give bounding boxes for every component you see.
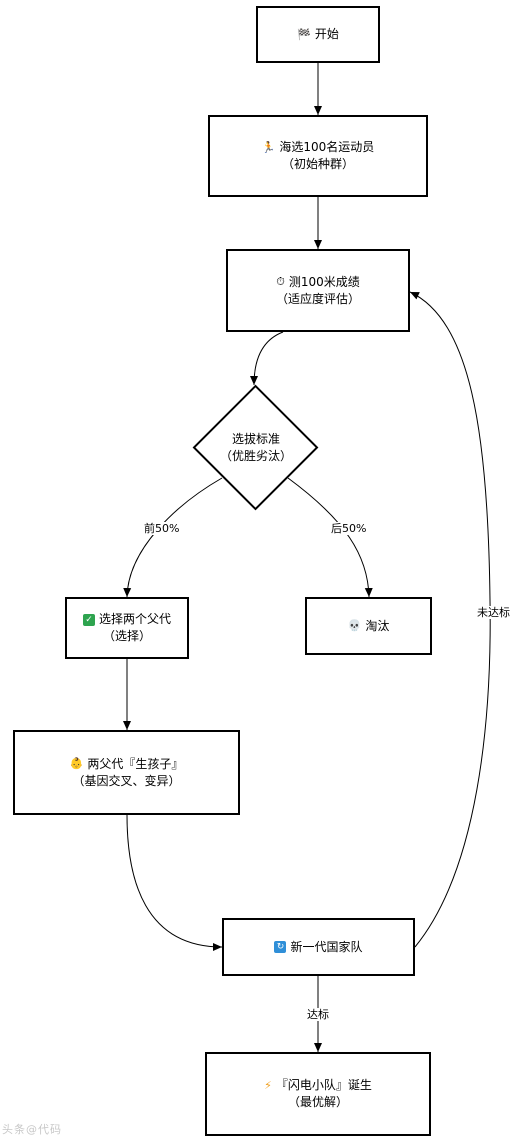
check-mark-icon: ✓ xyxy=(82,613,95,626)
node-offspring-title: 两父代『生孩子』 xyxy=(87,756,184,771)
edge-label-bottom50: 后50% xyxy=(330,522,368,535)
stopwatch-icon: ⏱ xyxy=(276,275,285,288)
edge-measure-to-decision xyxy=(250,331,284,386)
node-parents[interactable]: ✓ 选择两个父代 （选择） xyxy=(65,597,189,659)
node-final-subtitle: （最优解） xyxy=(287,1095,348,1109)
watermark: 头条@代码 xyxy=(2,1123,62,1136)
node-newgen-label: 新一代国家队 xyxy=(290,939,363,954)
node-measure-subtitle: （适应度评估） xyxy=(275,291,360,306)
node-final-title: 『闪电小队』诞生 xyxy=(275,1078,372,1092)
node-parents-title: 选择两个父代 xyxy=(98,612,171,626)
node-select100-subtitle: （初始种群） xyxy=(281,157,354,171)
node-eliminate[interactable]: 💀 淘汰 xyxy=(305,597,432,655)
skull-icon: 💀 xyxy=(347,619,362,632)
node-start[interactable]: 🏁 开始 xyxy=(256,6,380,63)
edge-label-top50: 前50% xyxy=(143,522,181,535)
runner-icon: 🏃 xyxy=(261,140,276,154)
lightning-icon: ⚡ xyxy=(264,1078,272,1092)
edge-offspring-to-newgen xyxy=(126,814,223,951)
node-offspring-subtitle: （基因交叉、变异） xyxy=(72,773,181,788)
node-parents-subtitle: （选择） xyxy=(102,629,151,643)
node-measure-title: 测100米成绩 xyxy=(288,274,360,289)
node-newgen[interactable]: ↻ 新一代国家队 xyxy=(222,918,415,976)
edge-label-not-met: 未达标 xyxy=(476,606,511,619)
node-measure[interactable]: ⏱ 测100米成绩 （适应度评估） xyxy=(226,249,410,332)
node-offspring[interactable]: 👶 两父代『生孩子』 （基因交叉、变异） xyxy=(13,730,240,815)
node-select100[interactable]: 🏃 海选100名运动员 （初始种群） xyxy=(208,115,428,197)
node-select100-title: 海选100名运动员 xyxy=(279,140,375,154)
node-decision-title: 选拔标准 xyxy=(231,432,280,446)
edge-decision-to-eliminate xyxy=(287,477,373,598)
node-start-label: 开始 xyxy=(314,27,339,41)
checkered-flag-icon: 🏁 xyxy=(297,27,311,41)
refresh-icon: ↻ xyxy=(274,941,287,953)
node-final[interactable]: ⚡ 『闪电小队』诞生 （最优解） xyxy=(205,1052,431,1136)
edge-newgen-to-measure xyxy=(409,291,491,948)
node-decision-subtitle: （优胜劣汰） xyxy=(219,449,292,463)
node-eliminate-label: 淘汰 xyxy=(365,618,390,633)
edge-label-met: 达标 xyxy=(306,1008,330,1021)
baby-icon: 👶 xyxy=(69,757,84,770)
node-decision[interactable]: 选拔标准 （优胜劣汰） xyxy=(192,384,319,511)
